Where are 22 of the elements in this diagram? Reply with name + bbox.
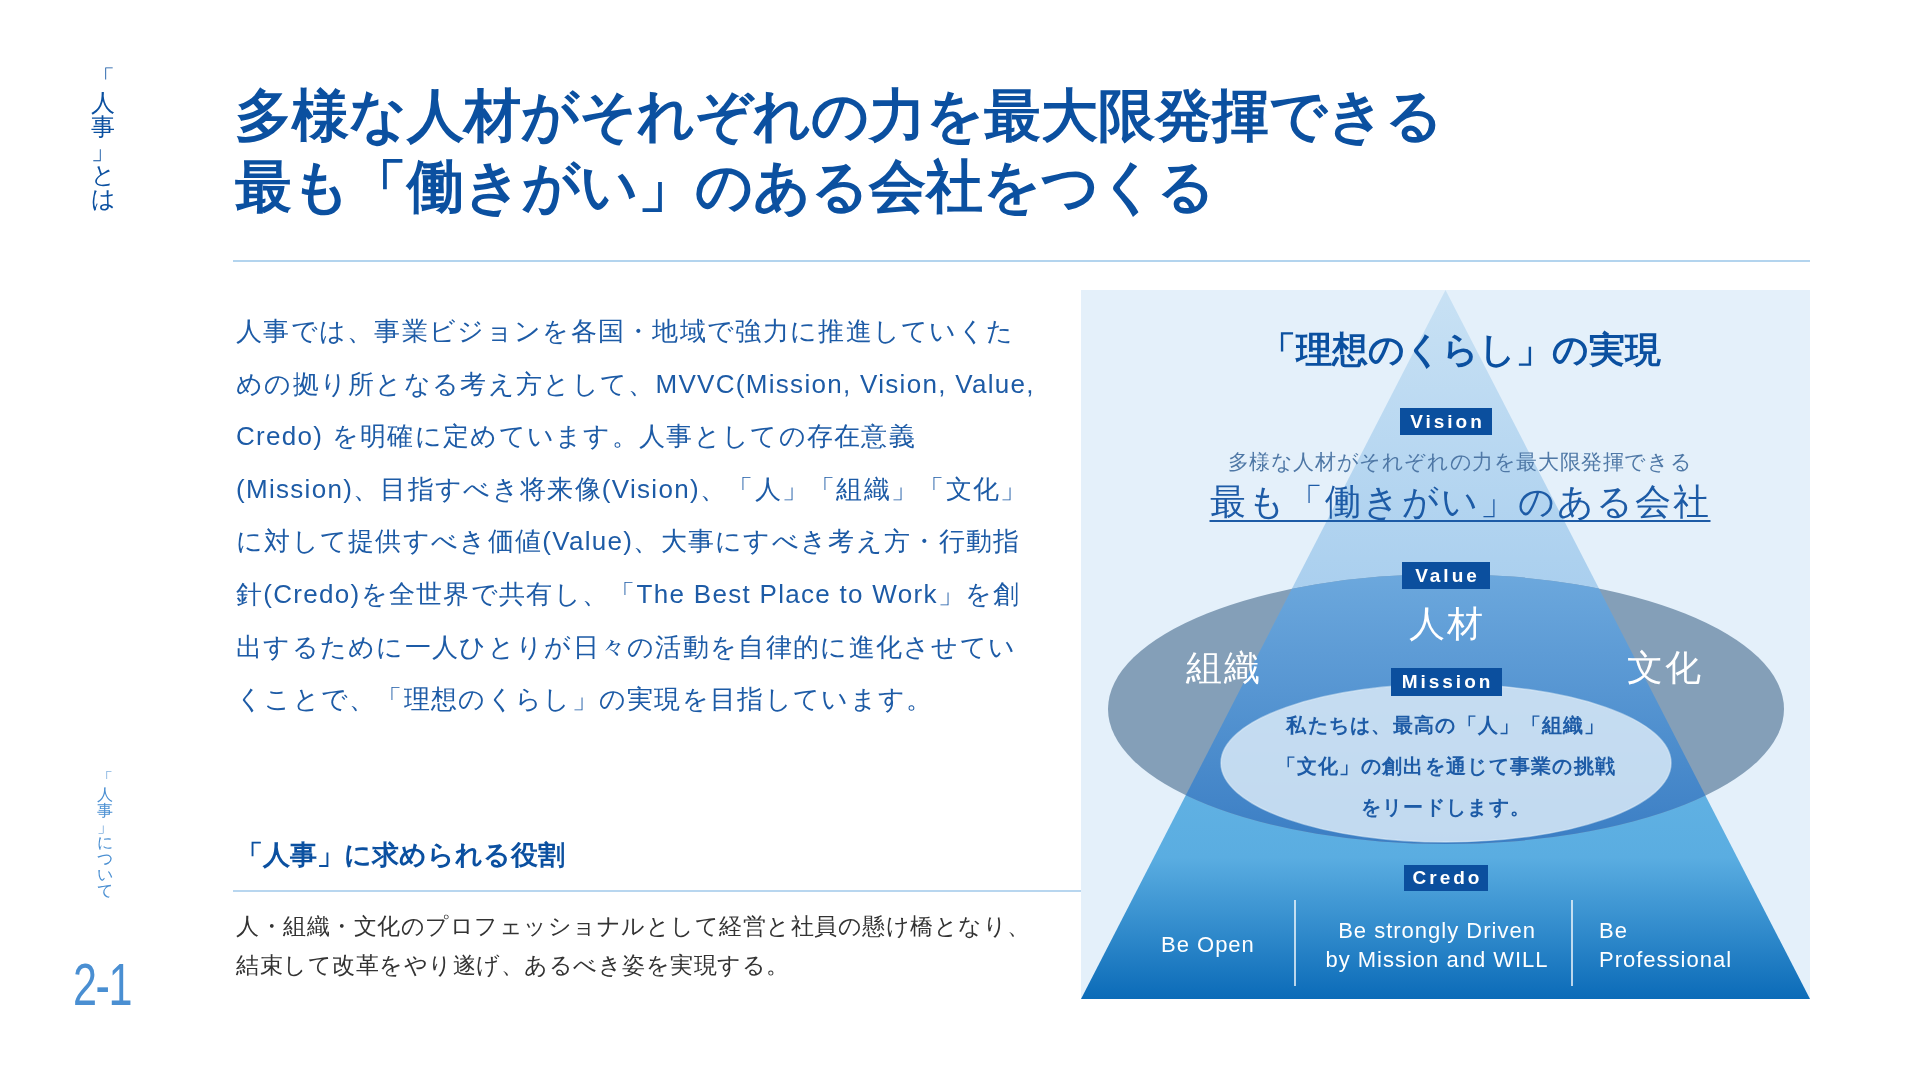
credo-label: Be strongly Driven by Mission and WILL <box>1324 917 1550 974</box>
page-number: 2-1 <box>73 955 132 1015</box>
ellipse-label: 組織 <box>1186 646 1262 690</box>
mission-statement: 私たちは、最高の「人」「組織」「文化」の創出を通じて事業の挑戦をリードします。 <box>1274 713 1618 820</box>
ellipse-label: 文化 <box>1627 646 1703 690</box>
category-badge: Mission <box>1390 668 1502 696</box>
role-description: 人・組織・文化のプロフェッショナルとして経営と社員の懸け橋となり、結束して改革をやり遂げ、あるべき姿を実現する。 <box>236 912 1032 980</box>
category-badge: Value <box>1402 562 1490 589</box>
vision-statement: 最も「働きがい」のある会社 <box>1209 480 1711 524</box>
credo-label: Be Professional <box>1599 917 1734 974</box>
vision-subtitle: 多様な人材がそれぞれの力を最大限発揮できる <box>1227 449 1693 475</box>
section-label: 「人事」について <box>97 771 113 899</box>
credo-label: Be Open <box>1161 931 1255 959</box>
section-heading: 「人事」に求められる役割 <box>236 839 565 872</box>
diagram-heading: 「理想のくらし」の実現 <box>1259 328 1661 372</box>
section-label: 「人事」とは <box>91 67 115 211</box>
body-paragraph: 人事では、事業ビジョンを各国・地域で強力に推進していくための拠り所となる考え方として、MVVC(Mission, Vision, Value, Credo) を明確に定めています。人事としての存在意義(Mission)、目指すべき将来像(Vision)、「人」「組織」「文化」に対して提供すべき価値(Value)、大事にすべき考え方・行動指針(Credo)を全世界で共有し、「The Best Place to Work」を創出するために一人ひとりが日々の活動を自律的に進化させていくことで、「理想のくらし」の実現を目指しています。 <box>236 315 1036 717</box>
category-badge: Credo <box>1404 865 1488 891</box>
page-title: 多様な人材がそれぞれの力を最大限発揮できる最も「働きがい」のある会社をつくる <box>235 82 1444 220</box>
category-badge: Vision <box>1400 408 1492 435</box>
ellipse-label: 人材 <box>1409 602 1485 646</box>
pyramid-diagram <box>1081 290 1810 999</box>
